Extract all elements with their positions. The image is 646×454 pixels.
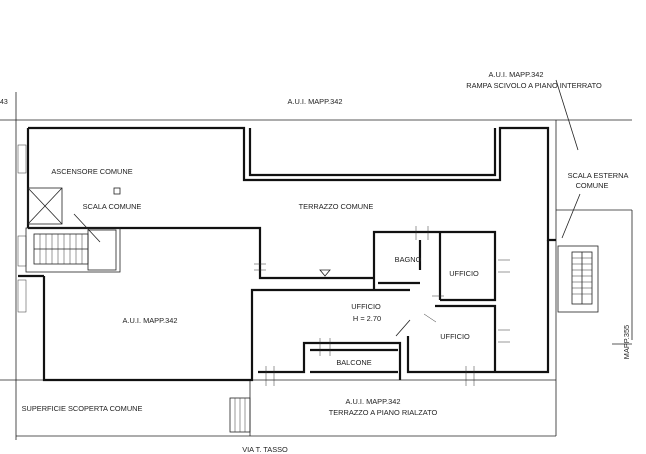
common-staircase <box>25 213 121 273</box>
open-area-label: SUPERFICIE SCOPERTA COMUNE <box>22 404 143 413</box>
level-marker <box>319 269 331 277</box>
balcony-label: BALCONE <box>336 358 371 367</box>
street-label: VIA T. TASSO <box>242 445 288 454</box>
window-marks <box>17 144 510 386</box>
labels: 43 A.U.I. MAPP.342 A.U.I. MAPP.342 RAMPA… <box>0 70 631 454</box>
aui-left-label: A.U.I. MAPP.342 <box>123 316 178 325</box>
edge-left-label: 43 <box>0 99 8 106</box>
common-terrace-label: TERRAZZO COMUNE <box>299 202 374 211</box>
building-walls <box>18 126 556 382</box>
aui-top-right-label: A.U.I. MAPP.342 <box>489 70 544 79</box>
elevator-shaft <box>27 187 121 225</box>
office-height-label: H = 2.70 <box>353 314 381 323</box>
office-top-right-label: UFFICIO <box>449 269 479 278</box>
office-bottom-right-label: UFFICIO <box>440 332 470 341</box>
raised-terrace-label: TERRAZZO A PIANO RIALZATO <box>329 408 438 417</box>
ramp-label: RAMPA SCIVOLO A PIANO INTERRATO <box>466 81 602 90</box>
aui-bottom-label: A.U.I. MAPP.342 <box>346 397 401 406</box>
entrance-steps <box>229 397 251 433</box>
common-stair-label: SCALA COMUNE <box>83 202 142 211</box>
aui-top-label: A.U.I. MAPP.342 <box>288 97 343 106</box>
bathroom-label: BAGNO <box>395 255 422 264</box>
property-boundaries <box>0 79 633 440</box>
office-main-label: UFFICIO <box>351 302 381 311</box>
mapp-355-label: MAPP.355 <box>622 325 631 359</box>
external-staircase <box>557 193 599 313</box>
external-stair-label-2: COMUNE <box>576 181 609 190</box>
elevator-label: ASCENSORE COMUNE <box>51 167 132 176</box>
external-stair-label-1: SCALA ESTERNA <box>568 171 629 180</box>
